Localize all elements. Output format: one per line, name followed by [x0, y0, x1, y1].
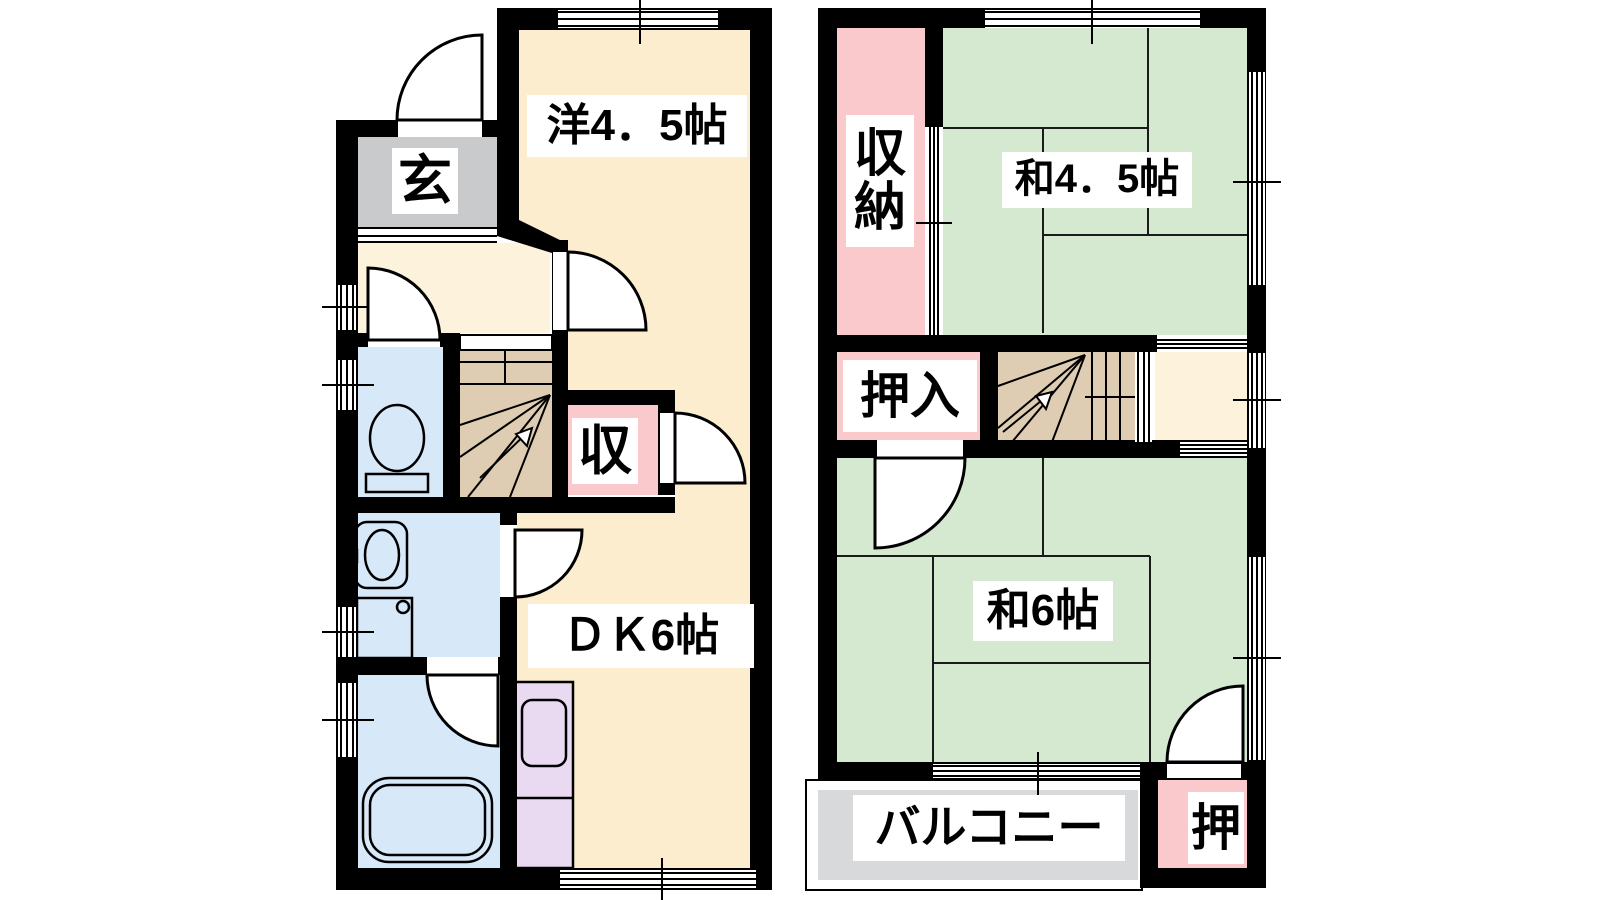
- door-openings-2f: [877, 440, 1241, 778]
- tatami-lines-6: [837, 458, 1151, 762]
- window-right-japanese6: [1233, 557, 1281, 760]
- window-bottom-1f: [560, 858, 756, 900]
- room-label-storage-1f: 収: [572, 418, 638, 484]
- room-label-oshi: 押: [1188, 792, 1244, 864]
- room-label-japanese-6: 和6帖: [973, 581, 1113, 641]
- sink-icon: [520, 698, 568, 768]
- door-arc-closet-shu: [673, 411, 747, 485]
- room-label-western-4-5: 洋4．5帖: [527, 95, 747, 157]
- stairs-1f-treads: [459, 338, 552, 498]
- door-arc-japanese6: [873, 456, 967, 550]
- room-washroom: [358, 513, 500, 657]
- stairs-2f-treads: [997, 352, 1135, 443]
- room-label-dk: ＤＫ6帖: [528, 604, 754, 668]
- toilet-icon: [364, 403, 430, 494]
- window-top-1f: [558, 0, 718, 44]
- window-balcony: [933, 752, 1140, 800]
- kitchen-unit: [513, 680, 575, 870]
- doors-2f: [873, 456, 1245, 764]
- door-arc-oshi: [1165, 684, 1245, 764]
- doors-1f: [366, 33, 747, 748]
- fusuma-shuno: [916, 127, 952, 335]
- room-dk: [573, 682, 750, 868]
- windows-2f: [933, 0, 1281, 800]
- sliding-door-landing-japanese6: [1180, 442, 1247, 456]
- window-left-washroom: [322, 607, 374, 657]
- door-openings-1f: [368, 120, 675, 675]
- bathtub-icon: [361, 776, 494, 864]
- room-label-storage-2f: 収納: [846, 115, 914, 247]
- sliding-door-landing-japanese45: [1157, 337, 1247, 351]
- door-arc-washroom: [513, 528, 584, 599]
- windows-1f: [322, 0, 756, 900]
- door-arc-entrance: [395, 33, 484, 122]
- window-left-hall: [322, 285, 374, 330]
- door-arc-western: [566, 250, 648, 332]
- window-left-toilet: [322, 360, 374, 410]
- window-right-japanese45: [1233, 72, 1281, 285]
- landing-2f: [1155, 352, 1247, 442]
- divider-stairs-landing: [1135, 352, 1152, 442]
- floorplan-1f: [322, 0, 772, 900]
- door-arc-bathroom: [425, 673, 500, 748]
- genkan-step: [350, 227, 497, 243]
- room-label-oshiire: 押入: [843, 360, 977, 432]
- window-left-bathroom: [322, 683, 374, 757]
- room-label-japanese-4-5: 和4．5帖: [1002, 152, 1192, 208]
- room-label-balcony: バルコニー: [853, 795, 1125, 861]
- room-label-genkan: 玄: [392, 148, 458, 214]
- sliding-doors-2f: [916, 127, 1247, 456]
- window-right-landing: [1233, 353, 1281, 448]
- window-top-2f: [985, 0, 1200, 44]
- door-arc-toilet: [366, 266, 442, 342]
